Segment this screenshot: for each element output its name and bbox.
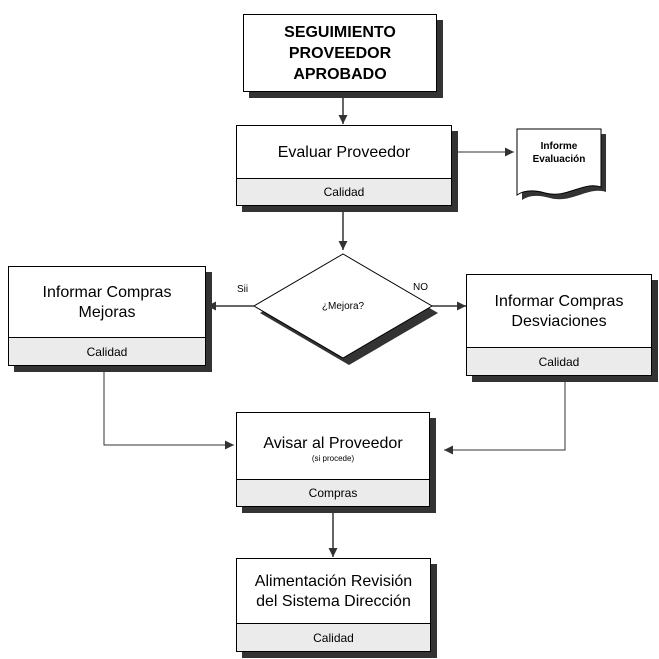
report-line-2: Evaluación (532, 154, 586, 165)
evaluate-supplier-node: Evaluar Proveedor Calidad (236, 125, 452, 206)
notify-supplier-role: Compras (237, 479, 429, 506)
start-node: SEGUIMIENTO PROVEEDOR APROBADO (243, 14, 437, 92)
inform-deviations-line-2: Desviaciones (511, 313, 607, 330)
notify-supplier-node: Avisar al Proveedor (si procede) Compras (236, 412, 430, 507)
start-title-line-3: APROBADO (293, 65, 387, 83)
inform-deviations-role: Calidad (467, 347, 651, 375)
inform-improvements-line-2: Mejoras (78, 304, 136, 321)
report-document-shape (516, 128, 602, 196)
inform-improvements-line-1: Informar Compras (42, 284, 172, 301)
decision-question: ¿Mejora? (321, 301, 365, 312)
start-title-line-2: PROVEEDOR (288, 44, 392, 62)
inform-improvements-node: Informar Compras Mejoras Calidad (8, 266, 206, 366)
inform-improvements-role: Calidad (9, 337, 205, 365)
feed-review-node: Alimentación Revisión del Sistema Direcc… (236, 558, 431, 652)
inform-deviations-node: Informar Compras Desviaciones Calidad (466, 274, 652, 376)
notify-supplier-title: Avisar al Proveedor (263, 435, 403, 452)
decision-yes-label: Sii (237, 284, 249, 295)
connector-deviations-to-notify (444, 376, 566, 455)
connector-improvements-to-notify (103, 366, 234, 450)
report-document-text: Informe Evaluación (519, 140, 599, 166)
feed-review-role: Calidad (237, 623, 430, 651)
decision-no-label: NO (413, 282, 428, 293)
decision-diamond (253, 253, 433, 359)
report-line-1: Informe (540, 141, 578, 152)
feed-review-line-2: del Sistema Dirección (256, 593, 411, 610)
inform-deviations-line-1: Informar Compras (494, 293, 624, 310)
feed-review-line-1: Alimentación Revisión (254, 573, 413, 590)
evaluate-supplier-title: Evaluar Proveedor (277, 144, 411, 161)
start-title-line-1: SEGUIMIENTO (284, 23, 396, 41)
notify-supplier-subtitle: (si procede) (311, 454, 355, 463)
evaluate-supplier-role: Calidad (237, 178, 451, 205)
